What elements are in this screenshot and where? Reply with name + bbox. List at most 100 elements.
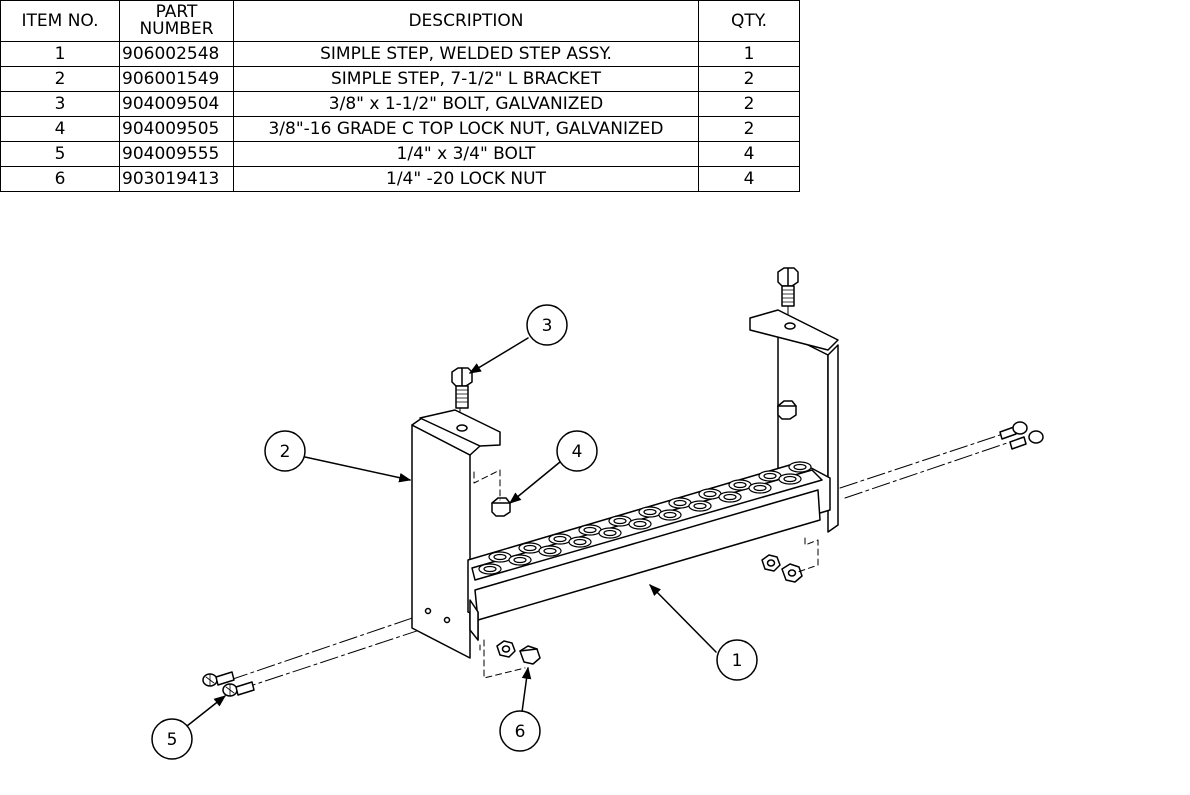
tread-hole-inner	[663, 511, 677, 519]
cell-item: 6	[0, 166, 120, 192]
tread-hole-inner	[483, 565, 497, 573]
cell-description: 1/4" -20 LOCK NUT	[233, 166, 699, 192]
cell-part-number: 906002548	[119, 41, 234, 67]
tread-hole-inner	[633, 520, 647, 528]
side-bolts-left	[202, 671, 255, 697]
cell-part-number: 906001549	[119, 66, 234, 92]
tread-hole-inner	[523, 544, 537, 552]
tread-hole-inner	[553, 535, 567, 543]
header-part-number-line1: PART	[155, 2, 198, 22]
table-row: 4 904009505 3/8"-16 GRADE C TOP LOCK NUT…	[0, 116, 800, 142]
tread-hole	[578, 524, 602, 536]
balloon-5-label: 5	[167, 730, 178, 750]
cell-description: 3/8" x 1-1/2" BOLT, GALVANIZED	[233, 91, 699, 117]
tread-hole	[488, 551, 512, 563]
tread-hole	[688, 500, 712, 512]
tread-hole	[638, 506, 662, 518]
balloon-2-label: 2	[280, 442, 291, 462]
tread-hole	[538, 545, 562, 557]
tread-hole	[668, 497, 692, 509]
tread-hole	[658, 509, 682, 521]
balloon-2: 2	[264, 430, 306, 472]
hidden-lines	[473, 469, 819, 679]
tread-hole-inner	[573, 538, 587, 546]
header-item-no: ITEM NO.	[0, 0, 120, 42]
tread-hole	[788, 461, 812, 473]
table-row: 1 906002548 SIMPLE STEP, WELDED STEP ASS…	[0, 41, 800, 67]
tread-hole-inner	[673, 499, 687, 507]
bill-of-materials-table: ITEM NO. PART NUMBER DESCRIPTION QTY. 1 …	[0, 0, 800, 192]
cell-part-number: 904009504	[119, 91, 234, 117]
balloon-1: 1	[716, 639, 758, 681]
table-row: 6 903019413 1/4" -20 LOCK NUT 4	[0, 166, 800, 192]
cell-part-number: 903019413	[119, 166, 234, 192]
tread-hole-inner	[613, 517, 627, 525]
tread-hole-inner	[513, 556, 527, 564]
balloon-1-label: 1	[732, 651, 743, 671]
tread-hole	[758, 470, 782, 482]
top-bolt-right	[777, 267, 799, 307]
side-bolts-right	[999, 421, 1044, 450]
tread-hole-inner	[703, 490, 717, 498]
bom-header-row: ITEM NO. PART NUMBER DESCRIPTION QTY.	[0, 0, 800, 42]
table-row: 2 906001549 SIMPLE STEP, 7-1/2" L BRACKE…	[0, 66, 800, 92]
lock-nut-right	[777, 400, 797, 420]
cell-part-number: 904009555	[119, 141, 234, 167]
balloon-4-label: 4	[572, 442, 583, 462]
lock-nut-left	[491, 497, 511, 517]
tread-hole-inner	[493, 553, 507, 561]
tread-hole	[698, 488, 722, 500]
tread-hole	[728, 479, 752, 491]
cell-item: 3	[0, 91, 120, 117]
cell-qty: 4	[698, 166, 800, 192]
tread-hole-inner	[763, 472, 777, 480]
centerlines	[229, 304, 1011, 691]
tread-hole-inner	[793, 463, 807, 471]
tread-hole	[478, 563, 502, 575]
cell-qty: 2	[698, 116, 800, 142]
balloon-4: 4	[556, 430, 598, 472]
balloon-6-label: 6	[515, 722, 526, 742]
tread-hole-inner	[783, 475, 797, 483]
bottom-lock-nuts	[496, 554, 803, 665]
step-tread-holes	[478, 461, 812, 575]
cell-description: SIMPLE STEP, 7-1/2" L BRACKET	[233, 66, 699, 92]
tread-hole-inner	[693, 502, 707, 510]
tread-hole	[598, 527, 622, 539]
tread-hole-inner	[583, 526, 597, 534]
tread-hole-inner	[603, 529, 617, 537]
cell-qty: 4	[698, 141, 800, 167]
cell-qty: 2	[698, 66, 800, 92]
cell-qty: 1	[698, 41, 800, 67]
tread-hole-inner	[723, 493, 737, 501]
balloon-callouts: 1 2 3 4 5 6	[151, 304, 758, 760]
cell-description: 3/8"-16 GRADE C TOP LOCK NUT, GALVANIZED	[233, 116, 699, 142]
tread-hole	[548, 533, 572, 545]
right-l-bracket	[749, 309, 839, 533]
tread-hole	[508, 554, 532, 566]
left-l-bracket	[411, 409, 501, 659]
header-description: DESCRIPTION	[233, 0, 699, 42]
header-part-number-line2: NUMBER	[139, 19, 214, 39]
balloon-3-label: 3	[542, 316, 553, 336]
tread-hole-inner	[543, 547, 557, 555]
tread-hole-inner	[643, 508, 657, 516]
tread-hole-inner	[733, 481, 747, 489]
balloon-3: 3	[526, 304, 568, 346]
header-qty: QTY.	[698, 0, 800, 42]
top-bolt-left	[451, 367, 473, 409]
table-row: 3 904009504 3/8" x 1-1/2" BOLT, GALVANIZ…	[0, 91, 800, 117]
cell-description: SIMPLE STEP, WELDED STEP ASSY.	[233, 41, 699, 67]
cell-qty: 2	[698, 91, 800, 117]
tread-hole	[628, 518, 652, 530]
tread-hole	[568, 536, 592, 548]
tread-hole	[718, 491, 742, 503]
balloon-6: 6	[499, 710, 541, 752]
tread-hole	[778, 473, 802, 485]
tread-hole	[748, 482, 772, 494]
header-part-number: PART NUMBER	[119, 0, 234, 42]
balloon-5: 5	[151, 718, 193, 760]
tread-hole	[608, 515, 632, 527]
tread-hole	[518, 542, 542, 554]
